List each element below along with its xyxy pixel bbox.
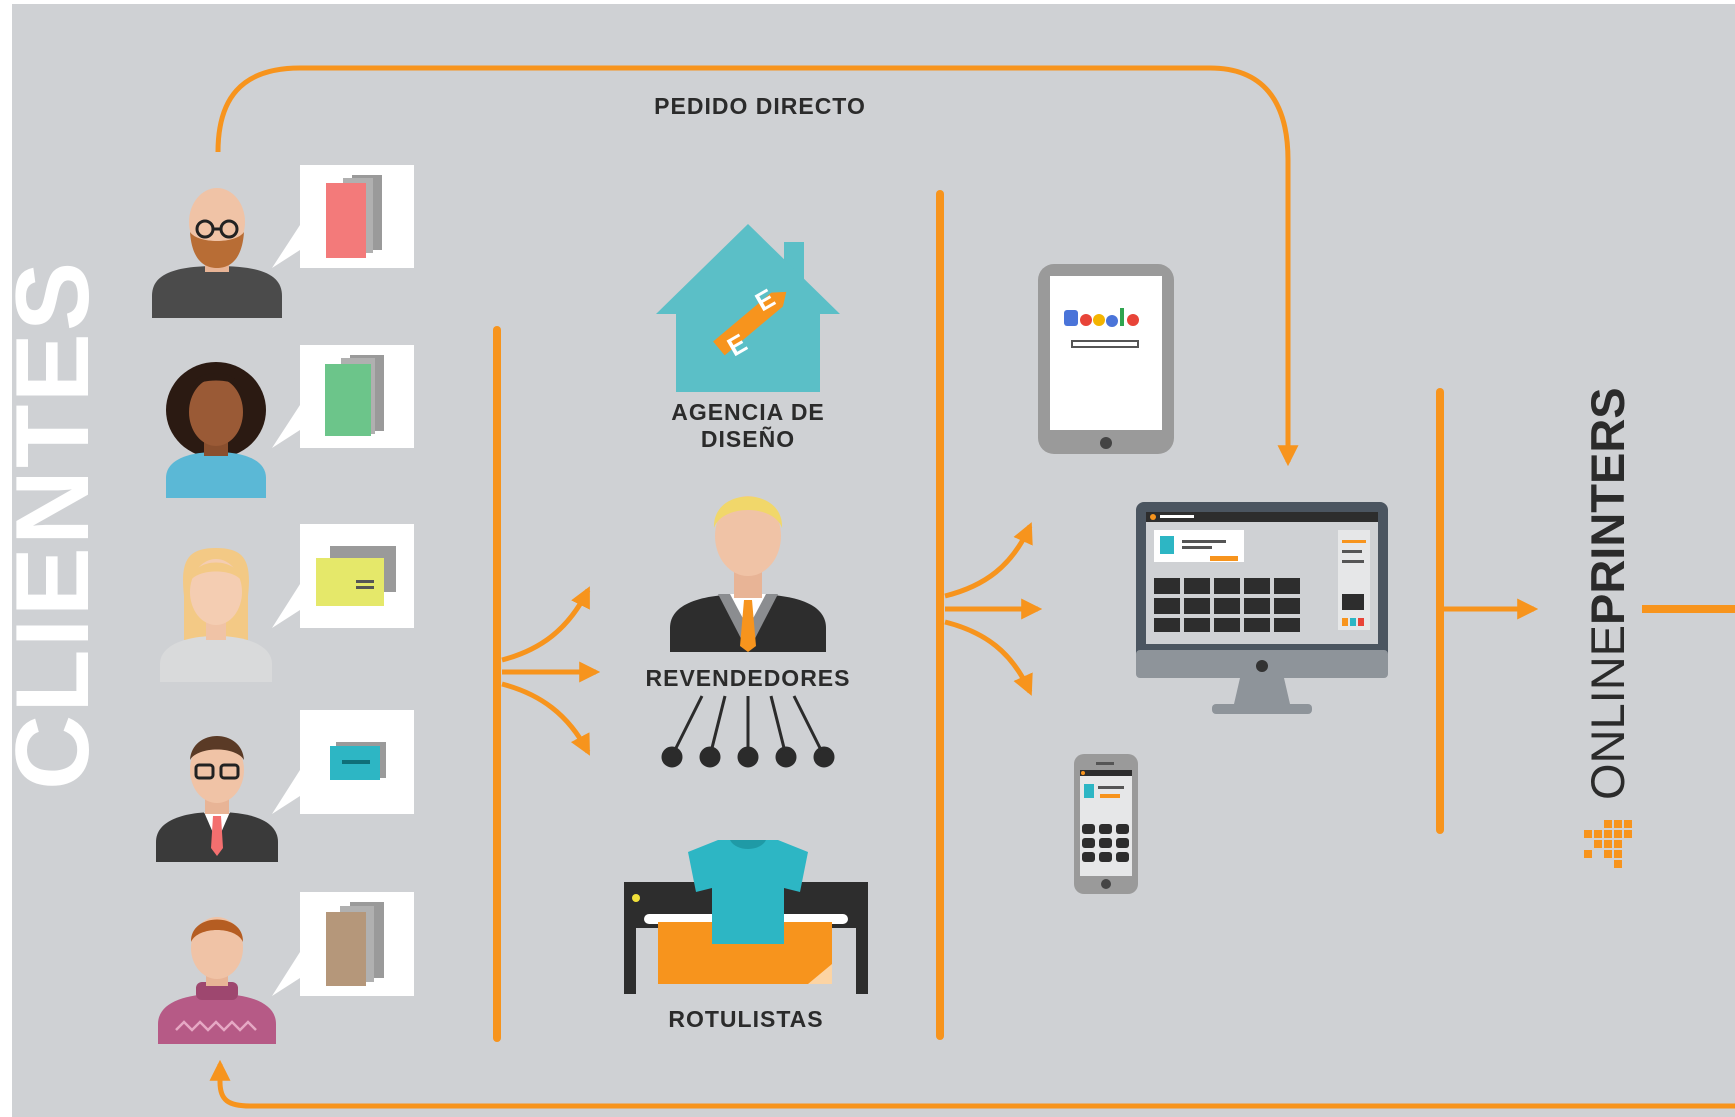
fan-arrow-up-2 bbox=[944, 522, 1033, 599]
onlineprinters-brand: ONLINEPRINTERS bbox=[1581, 387, 1634, 800]
person-sweater-icon bbox=[158, 917, 276, 1044]
agencia-label-line2: DISEÑO bbox=[701, 425, 795, 452]
resellers: REVENDEDORES bbox=[646, 496, 851, 768]
return-flow-line bbox=[209, 1059, 1735, 1109]
direct-order-flow-line bbox=[215, 65, 1299, 467]
speech-bubble-5 bbox=[272, 892, 414, 996]
fan-arrow-down-2 bbox=[944, 619, 1033, 696]
person-curly-hair-icon bbox=[166, 362, 266, 498]
businessman-icon bbox=[670, 496, 826, 652]
person-businessman-glasses-icon bbox=[156, 736, 278, 862]
revendedores-label: REVENDEDORES bbox=[646, 665, 851, 691]
sign-makers: ROTULISTAS bbox=[624, 840, 868, 1032]
person-blonde-icon bbox=[160, 548, 272, 682]
clientes-title: CLIENTES bbox=[0, 260, 111, 790]
monitor-icon bbox=[1136, 502, 1388, 714]
search-bar bbox=[1071, 340, 1139, 348]
agencia-label-line1: AGENCIA DE bbox=[671, 399, 825, 425]
fan-arrow-down bbox=[501, 681, 591, 756]
client-3 bbox=[160, 524, 414, 682]
design-agency: E E AGENCIA DE DISEÑO bbox=[656, 224, 840, 452]
speech-bubble-4 bbox=[272, 710, 414, 814]
speech-bubble-2 bbox=[272, 345, 414, 448]
brand-wordmark: ONLINEPRINTERS bbox=[1581, 387, 1634, 800]
rotulistas-label: ROTULISTAS bbox=[668, 1006, 823, 1032]
brand-bold: PRINTERS bbox=[1581, 387, 1634, 625]
background-panel bbox=[12, 4, 1735, 1117]
client-1 bbox=[152, 165, 414, 318]
network-nodes-icon bbox=[661, 695, 835, 768]
pedido-directo-label: PEDIDO DIRECTO bbox=[654, 93, 866, 119]
printer-plotter-icon bbox=[624, 840, 868, 994]
speech-bubble-1 bbox=[272, 165, 414, 268]
person-bearded-glasses-icon bbox=[152, 188, 282, 318]
client-5 bbox=[158, 892, 414, 1044]
client-4 bbox=[156, 710, 414, 862]
client-2 bbox=[166, 345, 414, 498]
brand-light: ONLINE bbox=[1581, 625, 1634, 800]
fan-arrow-up bbox=[501, 586, 591, 663]
google-logo bbox=[1064, 308, 1139, 327]
speech-bubble-3 bbox=[272, 524, 414, 628]
tablet-icon bbox=[1038, 264, 1174, 454]
house-icon: E E bbox=[656, 224, 840, 392]
logo-icon bbox=[1584, 820, 1632, 868]
smartphone-icon bbox=[1074, 754, 1138, 894]
